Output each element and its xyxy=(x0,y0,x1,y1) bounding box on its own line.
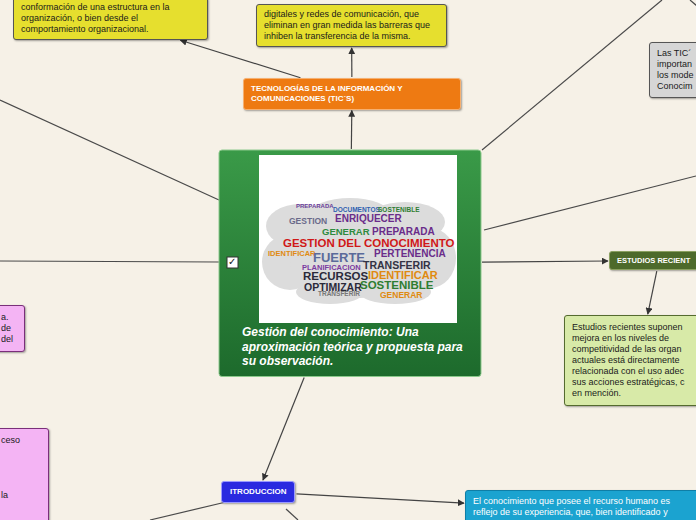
note-box: conformación de una estructura en la org… xyxy=(13,0,208,40)
note-box: Las TIC´ importan los mode Conocim xyxy=(649,42,696,98)
note-box: Estudios recientes suponen mejora en los… xyxy=(564,315,696,406)
node-text: Gestión del conocimiento: Una aproximaci… xyxy=(242,325,475,369)
connector xyxy=(296,494,464,503)
node-text: conformación de una estructura en la org… xyxy=(21,2,200,35)
word-cloud-word: TRANSFERIR xyxy=(363,260,431,271)
note-box: ceso la xyxy=(0,428,49,520)
note-box: a. de del xyxy=(0,305,25,352)
topic-box: ESTUDIOS RECIENT xyxy=(609,251,696,270)
word-cloud-word: PERTENENCIA xyxy=(374,249,446,259)
node-text: ESTUDIOS RECIENT xyxy=(617,256,696,265)
word-cloud-shape xyxy=(262,198,456,304)
word-cloud-word: PREPARADA xyxy=(296,203,334,209)
topic-box: TECNOLOGÍAS DE LA INFORMACIÓN Y COMUNICA… xyxy=(243,78,461,110)
node-text: ITRODUCCION xyxy=(230,487,286,497)
node-text: TECNOLOGÍAS DE LA INFORMACIÓN Y COMUNICA… xyxy=(251,84,453,104)
connector xyxy=(351,111,353,149)
word-cloud-word: SOSTENIBLE xyxy=(378,207,420,214)
node-text: El conocimiento que posee el recurso hum… xyxy=(473,496,688,518)
node-text: ceso xyxy=(1,435,40,446)
word-cloud-word: GESTION xyxy=(289,217,327,226)
note-box: digitales y redes de comunicación, que e… xyxy=(256,4,447,47)
word-cloud-word: SOSTENIBLE xyxy=(360,280,433,292)
node-text: digitales y redes de comunicación, que e… xyxy=(264,9,439,42)
connector xyxy=(351,48,352,77)
word-cloud-word: GESTION DEL CONOCIMIENTO xyxy=(283,238,454,250)
picture-panel xyxy=(259,155,457,323)
word-cloud-word: DOCUMENTOS xyxy=(333,207,380,214)
word-cloud-word: RECURSOS xyxy=(303,271,368,283)
connector xyxy=(263,377,304,480)
checkbox xyxy=(227,257,238,268)
topic-box: ITRODUCCION xyxy=(221,481,295,503)
word-cloud-word: TRANSFERIR xyxy=(318,291,360,298)
connector xyxy=(482,261,608,262)
node-text: la xyxy=(1,490,40,501)
node-text: Las TIC´ importan los mode Conocim xyxy=(657,48,696,92)
connector xyxy=(648,271,657,314)
note-box: El conocimiento que posee el recurso hum… xyxy=(465,490,696,520)
word-cloud-word: PREPARADA xyxy=(372,227,435,237)
word-cloud-word: FUERTE xyxy=(313,251,365,264)
check-icon: ✓ xyxy=(228,257,236,267)
word-cloud-word: IDENTIFICAR xyxy=(268,250,316,258)
word-cloud-word: ENRIQUECER xyxy=(335,214,402,224)
word-cloud-word: GENERAR xyxy=(322,227,370,237)
word-cloud-word: GENERAR xyxy=(380,291,423,300)
central-box-ground xyxy=(219,150,481,377)
node-text: a. de del xyxy=(1,312,16,345)
node-text: Estudios recientes suponen mejora en los… xyxy=(572,322,689,399)
